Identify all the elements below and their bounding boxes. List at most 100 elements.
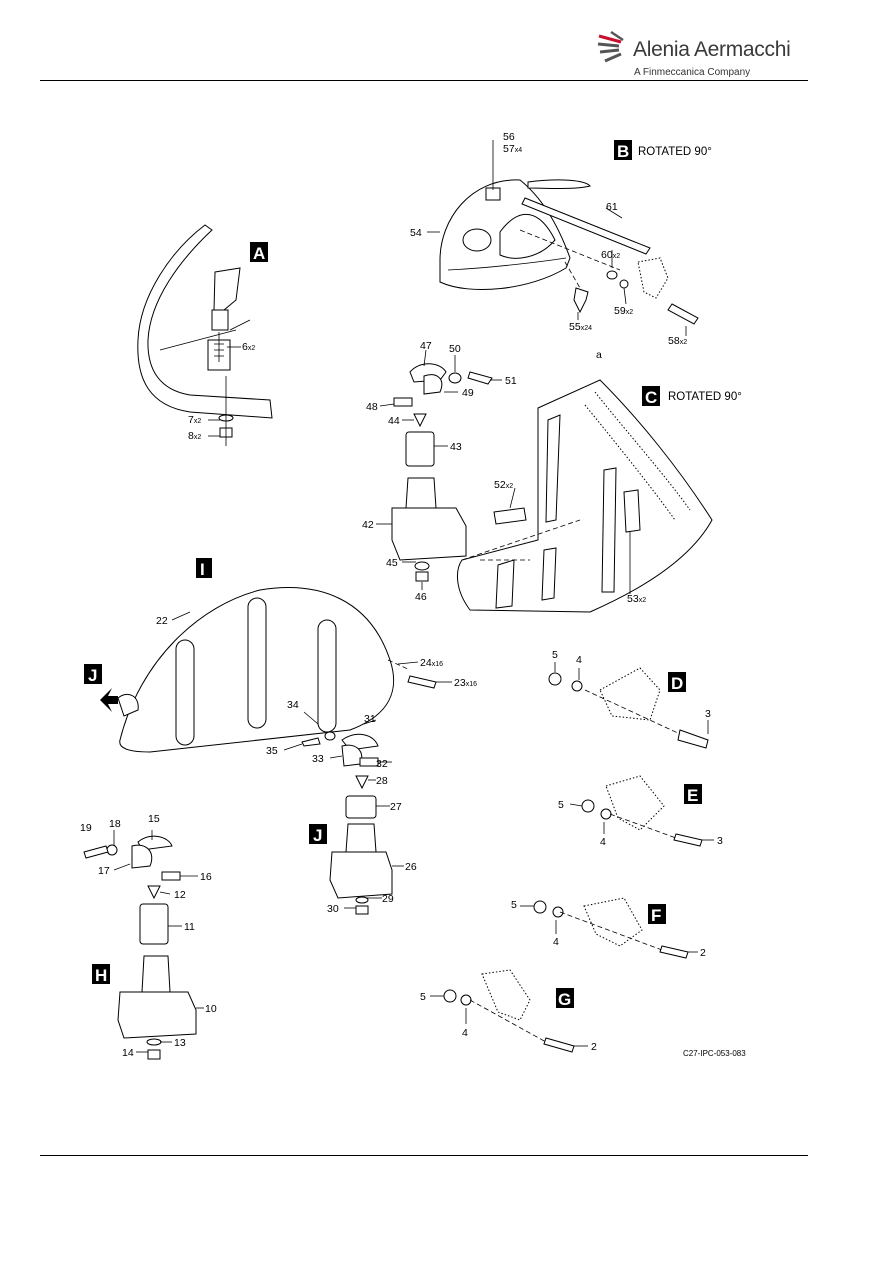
callout-58: 58x2: [668, 335, 687, 347]
svg-text:8x2: 8x2: [188, 430, 201, 442]
callout-48: 48: [366, 401, 378, 413]
svg-text:59x2: 59x2: [614, 305, 633, 317]
hinge-assembly-j: [301, 731, 393, 915]
svg-text:13: 13: [174, 1037, 186, 1049]
hinge-assembly-c: [391, 363, 493, 582]
svg-text:42: 42: [362, 519, 374, 531]
callout-13: 13: [174, 1037, 186, 1049]
callout-54: 54: [410, 227, 422, 239]
leader-lines: [113, 207, 714, 1053]
callout-5-d: 5: [552, 649, 558, 661]
logo-swoosh-icon: [597, 30, 624, 63]
svg-text:J: J: [313, 826, 322, 845]
svg-text:26: 26: [405, 861, 417, 873]
svg-text:44: 44: [388, 415, 400, 427]
callout-50: 50: [449, 343, 461, 355]
svg-text:60x2: 60x2: [601, 249, 620, 261]
view-label-h: H: [92, 964, 110, 985]
view-f-drawing: [533, 897, 689, 959]
svg-text:57x4: 57x4: [503, 143, 522, 155]
callout-49: 49: [462, 387, 474, 399]
view-label-j-detail: J: [84, 664, 102, 685]
callout-4-f: 4: [553, 936, 559, 948]
svg-text:A: A: [253, 244, 265, 263]
svg-text:43: 43: [450, 441, 462, 453]
svg-text:5: 5: [558, 799, 564, 811]
callout-29: 29: [382, 893, 394, 905]
callout-32: 32: [376, 758, 388, 770]
svg-text:7x2: 7x2: [188, 414, 201, 426]
callout-3-d: 3: [705, 708, 711, 720]
callout-5-e: 5: [558, 799, 564, 811]
svg-text:J: J: [88, 666, 97, 685]
callout-27: 27: [390, 801, 402, 813]
svg-text:4: 4: [576, 654, 582, 666]
callout-4-g: 4: [462, 1027, 468, 1039]
view-j-arrow-icon: [100, 688, 118, 712]
callout-52: 52x2: [494, 479, 513, 491]
view-label-f: F: [648, 904, 666, 925]
svg-text:3: 3: [717, 835, 723, 847]
callout-6: 6x2: [242, 341, 255, 353]
view-a-drawing: [137, 224, 273, 446]
svg-text:F: F: [651, 906, 661, 925]
svg-text:28: 28: [376, 775, 388, 787]
svg-text:6x2: 6x2: [242, 341, 255, 353]
svg-text:18: 18: [109, 818, 121, 830]
callout-12: 12: [174, 889, 186, 901]
svg-text:14: 14: [122, 1047, 134, 1059]
detail-a-label: a: [596, 349, 602, 361]
callout-3-e: 3: [717, 835, 723, 847]
svg-text:48: 48: [366, 401, 378, 413]
svg-text:15: 15: [148, 813, 160, 825]
callout-28: 28: [376, 775, 388, 787]
callout-11: 11: [184, 921, 195, 933]
callout-56: 56: [503, 131, 515, 143]
callout-4-e: 4: [600, 836, 606, 848]
view-e-drawing: [581, 775, 703, 847]
svg-text:45: 45: [386, 557, 398, 569]
callout-45: 45: [386, 557, 398, 569]
callout-15: 15: [148, 813, 160, 825]
svg-text:E: E: [687, 786, 698, 805]
svg-text:2: 2: [700, 947, 706, 959]
view-g-drawing: [443, 969, 575, 1053]
footer-rule: [40, 1155, 808, 1156]
callout-51: 51: [505, 375, 517, 387]
svg-text:11: 11: [184, 921, 195, 933]
callout-61: 61: [606, 201, 618, 213]
svg-text:I: I: [200, 560, 205, 579]
svg-text:55x24: 55x24: [569, 321, 592, 333]
view-label-e: E: [684, 784, 702, 805]
callout-60: 60x2: [601, 249, 620, 261]
callout-47: 47: [420, 340, 432, 352]
view-label-c: C: [642, 386, 660, 407]
svg-text:50: 50: [449, 343, 461, 355]
view-label-i: I: [196, 558, 212, 579]
view-label-j: J: [309, 824, 327, 845]
callout-5-f: 5: [511, 899, 517, 911]
svg-text:34: 34: [287, 699, 299, 711]
svg-text:2: 2: [591, 1041, 597, 1053]
svg-text:24x16: 24x16: [420, 657, 443, 669]
callout-55: 55x24: [569, 321, 592, 333]
hinge-assembly-h: [83, 835, 197, 1060]
svg-text:58x2: 58x2: [668, 335, 687, 347]
svg-text:16: 16: [200, 871, 212, 883]
svg-text:23x16: 23x16: [454, 677, 477, 689]
view-label-a: A: [250, 242, 268, 263]
svg-text:10: 10: [205, 1003, 217, 1015]
callout-44: 44: [388, 415, 400, 427]
callout-46: 46: [415, 591, 427, 603]
svg-text:19: 19: [80, 822, 92, 834]
callout-43: 43: [450, 441, 462, 453]
callout-14: 14: [122, 1047, 134, 1059]
brand-tagline: A Finmeccanica Company: [634, 67, 751, 78]
view-label-g: G: [556, 988, 574, 1009]
svg-text:35: 35: [266, 745, 278, 757]
svg-text:G: G: [558, 990, 571, 1009]
svg-text:5: 5: [511, 899, 517, 911]
callout-42: 42: [362, 519, 374, 531]
header-rule: [40, 80, 808, 81]
